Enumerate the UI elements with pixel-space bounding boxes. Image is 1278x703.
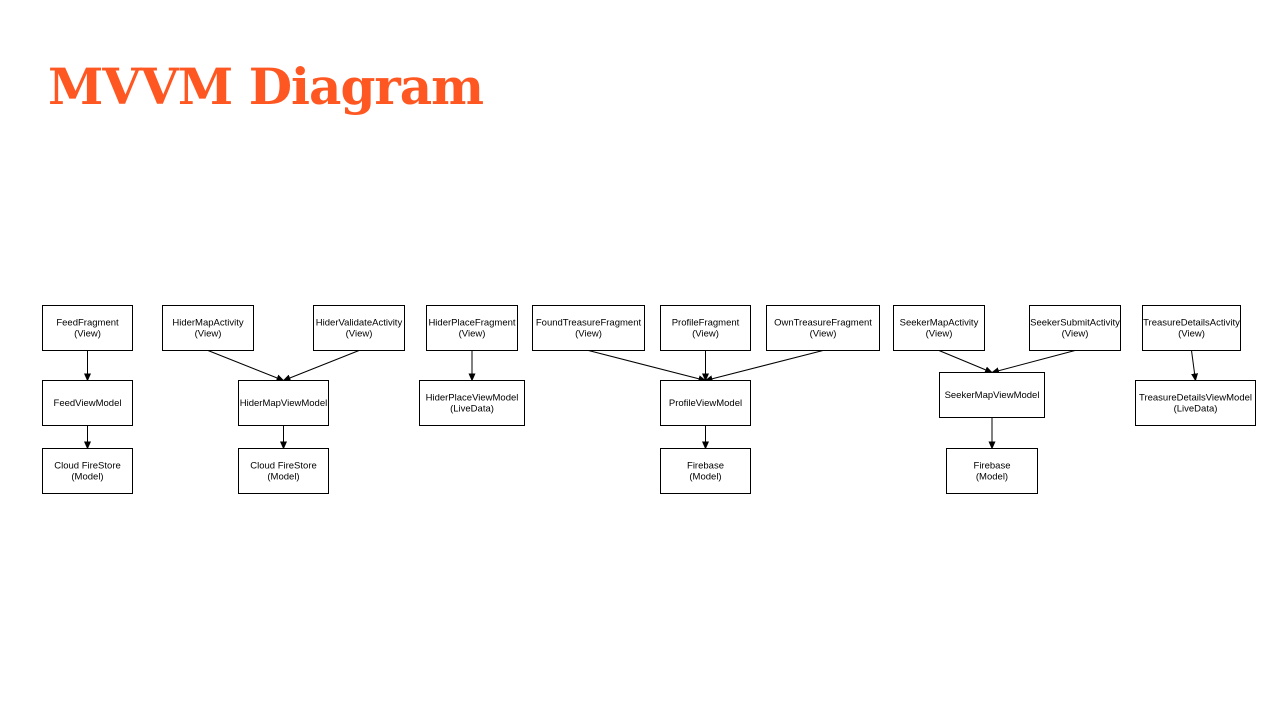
node-box — [1135, 380, 1256, 426]
node-hiderPlaceViewModel: HiderPlaceViewModel(LiveData) — [419, 380, 525, 426]
node-box — [162, 305, 254, 351]
edge-seekerSubmitActivity-to-seekerMapViewModel — [991, 350, 1076, 375]
node-treasureDetailsViewModel: TreasureDetailsViewModel(LiveData) — [1135, 380, 1256, 426]
node-label: HiderPlaceViewModel — [426, 393, 519, 404]
node-label: TreasureDetailsViewModel — [1139, 393, 1252, 404]
node-label: (View) — [459, 329, 486, 340]
edge-hiderMapActivity-to-hiderMapViewModel — [207, 350, 285, 382]
node-label: (Model) — [976, 472, 1008, 483]
node-label: FoundTreasureFragment — [536, 318, 642, 329]
node-label: SeekerSubmitActivity — [1030, 318, 1120, 329]
node-treasureDetailsActivity: TreasureDetailsActivity(View) — [1142, 305, 1241, 351]
page-title: MVVM Diagram — [48, 57, 484, 116]
edge-seekerMapActivity-to-seekerMapViewModel — [938, 350, 993, 374]
node-label: Cloud FireStore — [54, 461, 121, 472]
node-hiderMapActivity: HiderMapActivity(View) — [162, 305, 254, 351]
node-label: (Model) — [267, 472, 299, 483]
node-label: (View) — [575, 329, 602, 340]
edge-foundTreasureFragment-to-profileViewModel — [588, 350, 707, 383]
node-box — [238, 448, 329, 494]
node-label: (Model) — [689, 472, 721, 483]
node-label: HiderMapActivity — [172, 318, 244, 329]
node-label: OwnTreasureFragment — [774, 318, 872, 329]
node-label: (LiveData) — [1174, 404, 1218, 415]
node-label: (View) — [74, 329, 101, 340]
node-box — [42, 380, 133, 426]
node-seekerMapViewModel: SeekerMapViewModel — [939, 372, 1045, 418]
node-box — [532, 305, 645, 351]
node-box — [238, 380, 329, 426]
node-label: (View) — [1062, 329, 1089, 340]
node-label: HiderValidateActivity — [316, 318, 403, 329]
node-label: FeedViewModel — [54, 398, 122, 409]
node-box — [893, 305, 985, 351]
node-hiderValidateActivity: HiderValidateActivity(View) — [313, 305, 405, 351]
node-cloudFirestore2: Cloud FireStore(Model) — [238, 448, 329, 494]
node-ownTreasureFragment: OwnTreasureFragment(View) — [766, 305, 880, 351]
node-box — [313, 305, 405, 351]
node-label: Firebase — [687, 461, 724, 472]
node-box — [1029, 305, 1121, 351]
node-label: ProfileFragment — [672, 318, 740, 329]
node-label: (View) — [1178, 329, 1205, 340]
node-label: (View) — [810, 329, 837, 340]
node-hiderMapViewModel: HiderMapViewModel — [238, 380, 329, 426]
node-seekerMapActivity: SeekerMapActivity(View) — [893, 305, 985, 351]
node-feedViewModel: FeedViewModel — [42, 380, 133, 426]
node-label: (View) — [346, 329, 373, 340]
node-box — [939, 372, 1045, 418]
node-label: (LiveData) — [450, 404, 494, 415]
node-box — [660, 305, 751, 351]
node-hiderPlaceFragment: HiderPlaceFragment(View) — [426, 305, 518, 351]
node-label: (View) — [195, 329, 222, 340]
node-label: HiderMapViewModel — [240, 398, 327, 409]
node-cloudFirestore1: Cloud FireStore(Model) — [42, 448, 133, 494]
node-feedFragment: FeedFragment(View) — [42, 305, 133, 351]
node-box — [766, 305, 880, 351]
node-firebase1: Firebase(Model) — [660, 448, 751, 494]
edge-treasureDetailsActivity-to-treasureDetailsViewModel — [1191, 350, 1199, 382]
node-label: ProfileViewModel — [669, 398, 742, 409]
node-label: Firebase — [974, 461, 1011, 472]
node-label: HiderPlaceFragment — [428, 318, 515, 329]
node-label: TreasureDetailsActivity — [1143, 318, 1240, 329]
node-box — [660, 448, 751, 494]
node-label: (View) — [926, 329, 953, 340]
node-label: (Model) — [71, 472, 103, 483]
node-box — [42, 448, 133, 494]
edge-ownTreasureFragment-to-profileViewModel — [704, 350, 824, 383]
node-box — [946, 448, 1038, 494]
node-profileViewModel: ProfileViewModel — [660, 380, 751, 426]
node-box — [426, 305, 518, 351]
node-label: Cloud FireStore — [250, 461, 317, 472]
edges-layer — [84, 350, 1199, 450]
node-firebase2: Firebase(Model) — [946, 448, 1038, 494]
node-foundTreasureFragment: FoundTreasureFragment(View) — [532, 305, 645, 351]
node-profileFragment: ProfileFragment(View) — [660, 305, 751, 351]
edge-hiderValidateActivity-to-hiderMapViewModel — [282, 350, 360, 382]
node-box — [1142, 305, 1241, 351]
node-label: (View) — [692, 329, 719, 340]
node-box — [419, 380, 525, 426]
node-box — [42, 305, 133, 351]
node-seekerSubmitActivity: SeekerSubmitActivity(View) — [1029, 305, 1121, 351]
node-label: SeekerMapViewModel — [945, 390, 1040, 401]
node-label: SeekerMapActivity — [900, 318, 979, 329]
node-label: FeedFragment — [56, 318, 119, 329]
node-box — [660, 380, 751, 426]
